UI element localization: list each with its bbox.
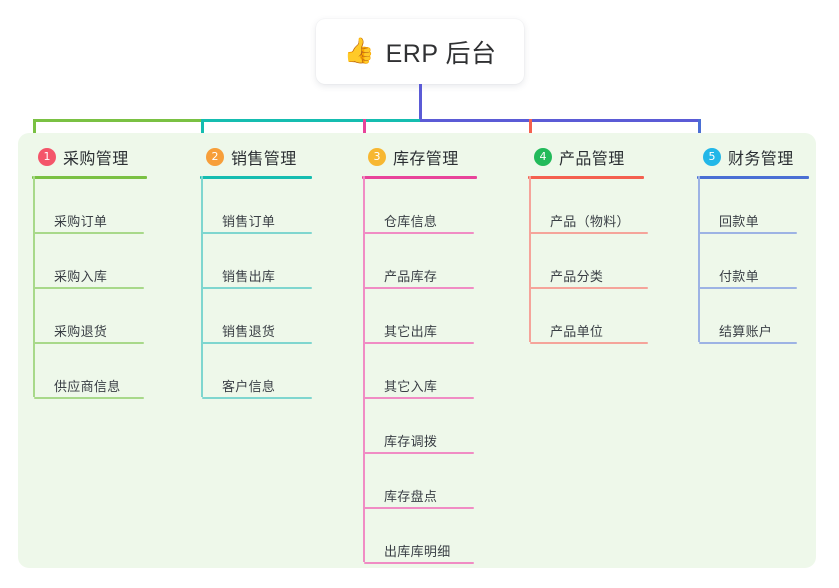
leaf-item[interactable]: 仓库信息 [362, 210, 474, 234]
leaf-item[interactable]: 销售出库 [200, 265, 312, 289]
leaf-item-label: 产品分类 [550, 269, 604, 284]
leaf-item[interactable]: 结算账户 [697, 320, 797, 344]
branch-header-underline [200, 176, 312, 179]
leaf-item-label: 采购退货 [54, 324, 108, 339]
leaf-item[interactable]: 回款单 [697, 210, 797, 234]
root-stem [418, 84, 422, 122]
branch-spine [363, 176, 365, 562]
leaf-item[interactable]: 其它出库 [362, 320, 474, 344]
leaf-item[interactable]: 出库库明细 [362, 540, 474, 564]
leaf-item-underline [364, 507, 474, 509]
leaf-item-underline [699, 342, 797, 344]
connector-bus-segment [33, 119, 204, 122]
leaf-item-underline [364, 342, 474, 344]
leaf-item-label: 其它入库 [384, 379, 438, 394]
leaf-item[interactable]: 客户信息 [200, 375, 312, 399]
branch-header-underline [362, 176, 477, 179]
leaf-item[interactable]: 产品（物料） [528, 210, 648, 234]
leaf-item-underline [364, 287, 474, 289]
leaf-item-underline [699, 232, 797, 234]
leaf-item-underline [202, 342, 312, 344]
leaf-item[interactable]: 产品分类 [528, 265, 648, 289]
leaf-item[interactable]: 付款单 [697, 265, 797, 289]
leaf-item-underline [34, 342, 144, 344]
connector-bus-segment [201, 119, 423, 122]
branch-title: 库存管理 [393, 151, 459, 168]
leaf-item-label: 结算账户 [719, 324, 773, 339]
leaf-item[interactable]: 库存调拨 [362, 430, 474, 454]
leaf-item-label: 销售退货 [222, 324, 276, 339]
leaf-item-label: 客户信息 [222, 379, 276, 394]
leaf-item-label: 销售出库 [222, 269, 276, 284]
leaf-item-underline [202, 232, 312, 234]
leaf-item-underline [34, 232, 144, 234]
branch-spine [201, 176, 203, 397]
branch-title: 产品管理 [559, 151, 625, 168]
leaf-item-label: 产品（物料） [550, 214, 630, 229]
branch-header-5[interactable]: 5 财务管理 [703, 145, 794, 169]
branch-spine [33, 176, 35, 397]
leaf-item-underline [530, 287, 648, 289]
branch-number-badge: 2 [206, 148, 224, 166]
branch-title: 财务管理 [728, 151, 794, 168]
leaf-item-underline [364, 452, 474, 454]
branch-number-badge: 3 [368, 148, 386, 166]
leaf-item[interactable]: 其它入库 [362, 375, 474, 399]
leaf-item-label: 采购入库 [54, 269, 108, 284]
branch-header-3[interactable]: 3 库存管理 [368, 145, 459, 169]
leaf-item-label: 产品库存 [384, 269, 438, 284]
leaf-item[interactable]: 销售订单 [200, 210, 312, 234]
branch-header-underline [697, 176, 809, 179]
branch-spine [529, 176, 531, 342]
branch-header-4[interactable]: 4 产品管理 [534, 145, 625, 169]
branch-number-badge: 1 [38, 148, 56, 166]
branch-spine [698, 176, 700, 342]
connector-bus-segment [420, 119, 701, 122]
leaf-item[interactable]: 采购订单 [32, 210, 144, 234]
leaf-item-underline [699, 287, 797, 289]
leaf-item[interactable]: 库存盘点 [362, 485, 474, 509]
leaf-item[interactable]: 产品库存 [362, 265, 474, 289]
leaf-item[interactable]: 采购退货 [32, 320, 144, 344]
leaf-item-label: 供应商信息 [54, 379, 121, 394]
root-node-content: 👍 ERP 后台 [343, 34, 496, 70]
leaf-item-label: 库存盘点 [384, 489, 438, 504]
root-node[interactable]: 👍 ERP 后台 [316, 19, 524, 84]
leaf-item-label: 付款单 [719, 269, 759, 284]
leaf-item-underline [202, 287, 312, 289]
leaf-item-label: 出库库明细 [384, 544, 451, 559]
leaf-item[interactable]: 供应商信息 [32, 375, 144, 399]
leaf-item-underline [364, 232, 474, 234]
branch-title: 采购管理 [63, 151, 129, 168]
leaf-item-label: 采购订单 [54, 214, 108, 229]
root-node-title: ERP 后台 [385, 39, 497, 68]
leaf-item-label: 库存调拨 [384, 434, 438, 449]
leaf-item-underline [530, 342, 648, 344]
branch-title: 销售管理 [231, 151, 297, 168]
leaf-item-label: 其它出库 [384, 324, 438, 339]
leaf-item-underline [34, 397, 144, 399]
branch-number-badge: 4 [534, 148, 552, 166]
leaf-item-label: 产品单位 [550, 324, 604, 339]
leaf-item-underline [364, 397, 474, 399]
branches-panel: 1 采购管理 采购订单 采购入库 采购退货 供应商信息 2 销售管理 [18, 133, 816, 568]
leaf-item[interactable]: 产品单位 [528, 320, 648, 344]
thumbs-up-icon: 👍 [343, 37, 375, 65]
leaf-item-underline [34, 287, 144, 289]
leaf-item-label: 仓库信息 [384, 214, 438, 229]
leaf-item-label: 回款单 [719, 214, 759, 229]
leaf-item-underline [364, 562, 474, 564]
branch-number-badge: 5 [703, 148, 721, 166]
leaf-item[interactable]: 销售退货 [200, 320, 312, 344]
branch-header-2[interactable]: 2 销售管理 [206, 145, 297, 169]
leaf-item-label: 销售订单 [222, 214, 276, 229]
branch-header-underline [528, 176, 644, 179]
branch-header-underline [32, 176, 147, 179]
leaf-item-underline [530, 232, 648, 234]
branch-header-1[interactable]: 1 采购管理 [38, 145, 129, 169]
leaf-item-underline [202, 397, 312, 399]
leaf-item[interactable]: 采购入库 [32, 265, 144, 289]
